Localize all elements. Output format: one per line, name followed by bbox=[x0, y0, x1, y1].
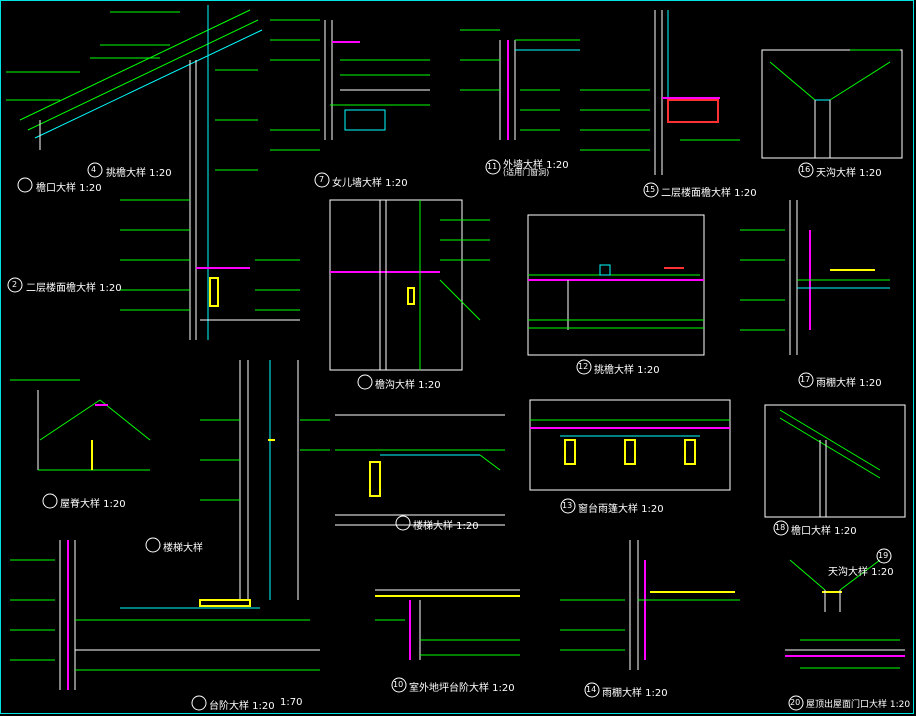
detail-middle-upper-drawing bbox=[329, 199, 490, 371]
detail-4-drawing bbox=[6, 5, 300, 340]
detail-11-drawing bbox=[460, 29, 580, 140]
detail-ridge-drawing bbox=[10, 379, 151, 471]
detail-16-drawing bbox=[761, 49, 903, 159]
detail-middle-lower-drawing bbox=[335, 414, 505, 526]
detail-13-drawing bbox=[529, 399, 731, 491]
detail-15-drawing bbox=[580, 10, 740, 175]
detail-20-drawing bbox=[785, 639, 905, 669]
detail-step-drawing bbox=[10, 540, 320, 690]
detail-12-drawing bbox=[527, 214, 705, 356]
detail-10-drawing bbox=[375, 589, 520, 660]
detail-7-drawing bbox=[270, 19, 430, 151]
detail-14-drawing bbox=[560, 540, 740, 670]
detail-17-drawing bbox=[740, 200, 890, 355]
detail-18-drawing bbox=[764, 404, 906, 518]
detail-19-drawing bbox=[789, 559, 881, 612]
detail-stair-drawing bbox=[200, 360, 330, 600]
title-circles bbox=[7, 159, 892, 711]
